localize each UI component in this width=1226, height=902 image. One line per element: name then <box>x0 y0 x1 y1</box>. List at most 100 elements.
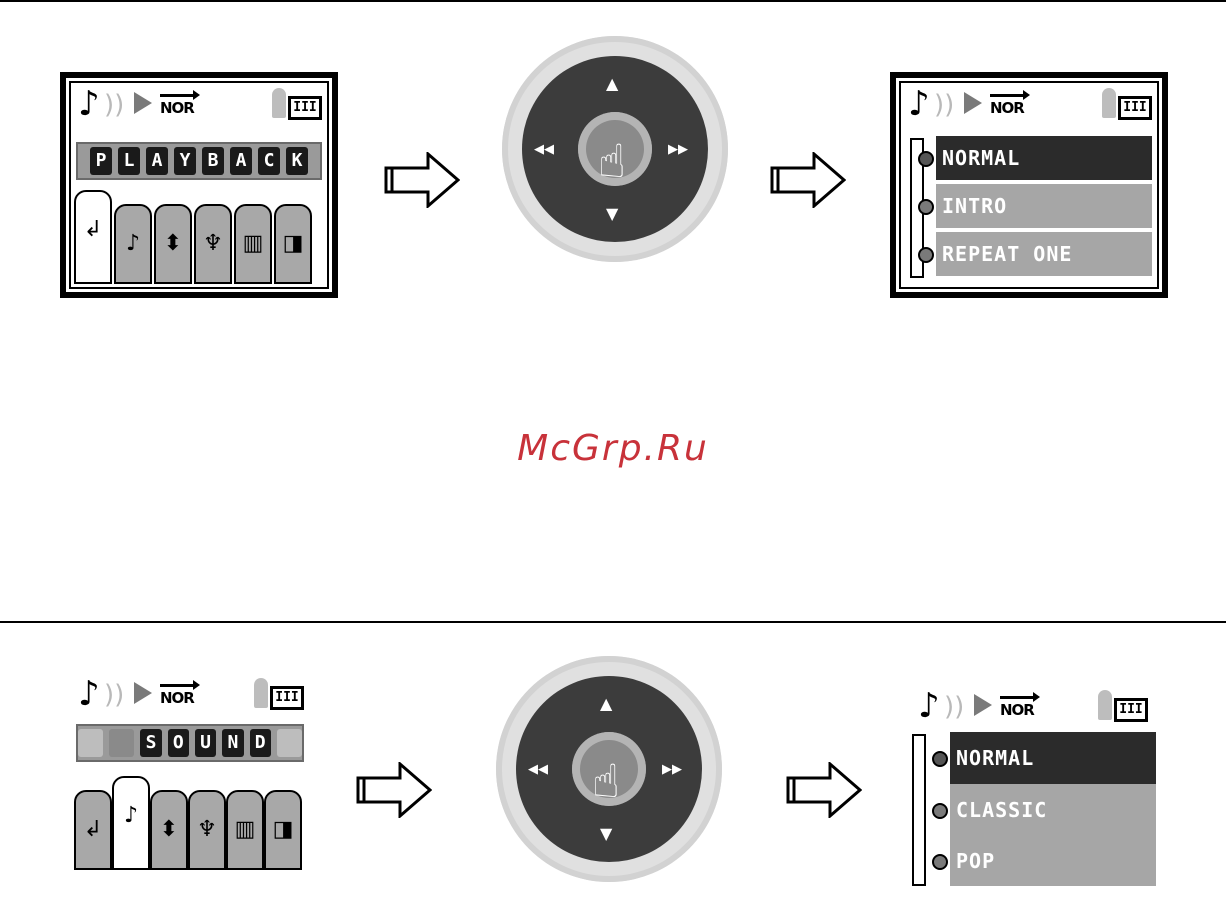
rewind-icon[interactable]: ◀◀ <box>528 762 548 778</box>
tab-playback-icon[interactable]: ↲ <box>74 790 112 870</box>
right-arrow-icon <box>770 152 846 208</box>
down-arrow-icon[interactable]: ▼ <box>606 206 618 222</box>
option-repeat-one[interactable]: REPEAT ONE <box>936 232 1152 276</box>
title-spacer <box>78 729 103 757</box>
title-letter: O <box>168 729 189 757</box>
lock-icon <box>254 678 268 708</box>
fast-forward-icon[interactable]: ▶▶ <box>662 762 682 778</box>
menu-tabs: ↲ ♪ ⬍ ♆ ▥ ◨ <box>74 778 306 870</box>
option-normal[interactable]: NORMAL <box>936 136 1152 180</box>
repeat-mode-label: NOR <box>160 94 194 117</box>
right-arrow-icon <box>356 762 432 818</box>
option-bullet-icon <box>918 151 934 167</box>
status-bar: ♪ )) NOR III <box>78 86 322 126</box>
status-bar: ♪ )) NOR III <box>908 86 1152 126</box>
battery-icon: III <box>270 686 304 710</box>
music-note-icon: ♪ <box>908 86 930 122</box>
tab-sound-icon[interactable]: ♪ <box>112 776 150 870</box>
title-letter: B <box>202 147 224 175</box>
option-bullet-icon <box>918 247 934 263</box>
option-bullet-icon <box>932 854 948 870</box>
option-label: INTRO <box>942 194 1007 218</box>
fast-forward-icon[interactable]: ▶▶ <box>668 142 688 158</box>
watermark: McGrp.Ru <box>0 428 1226 469</box>
option-label: REPEAT ONE <box>942 242 1072 266</box>
tab-tools-icon[interactable]: ♆ <box>188 790 226 870</box>
option-label: CLASSIC <box>956 798 1047 822</box>
music-note-icon: ♪ <box>78 676 100 712</box>
right-arrow-icon <box>786 762 862 818</box>
sound-menu-screen: ♪ )) NOR III S O U N D ↲ ♪ ⬍ ♆ ▥ ◨ <box>66 668 314 874</box>
option-label: POP <box>956 849 995 873</box>
tab-tools-icon[interactable]: ♆ <box>194 204 232 284</box>
status-bar: ♪ )) NOR III <box>918 688 1148 728</box>
tab-display-icon[interactable]: ▥ <box>226 790 264 870</box>
title-letter: S <box>140 729 161 757</box>
battery-icon: III <box>1114 698 1148 722</box>
option-label: NORMAL <box>942 146 1020 170</box>
up-arrow-icon[interactable]: ▲ <box>606 76 618 92</box>
title-letter: C <box>258 147 280 175</box>
navigation-keypad[interactable]: ▲ ▼ ◀◀ ▶▶ ☝ <box>502 36 728 262</box>
option-bullet-icon <box>932 751 948 767</box>
pointing-hand-icon: ☝ <box>592 754 620 808</box>
title-letter: A <box>230 147 252 175</box>
down-arrow-icon[interactable]: ▼ <box>600 826 612 842</box>
play-icon <box>964 92 982 114</box>
title-letter: U <box>195 729 216 757</box>
top-rule <box>0 0 1226 2</box>
title-spacer <box>277 729 302 757</box>
music-note-icon: ♪ <box>918 688 940 724</box>
title-letter: Y <box>174 147 196 175</box>
lock-icon <box>1098 690 1112 720</box>
option-normal[interactable]: NORMAL <box>950 732 1156 784</box>
right-arrow-icon <box>384 152 460 208</box>
title-spacer <box>109 729 134 757</box>
rewind-icon[interactable]: ◀◀ <box>534 142 554 158</box>
navigation-keypad[interactable]: ▲ ▼ ◀◀ ▶▶ ☝ <box>496 656 722 882</box>
lock-icon <box>272 88 286 118</box>
equalizer-screen: ♪ )) NOR III NORMAL CLASSIC POP <box>906 680 1158 888</box>
title-letter: A <box>146 147 168 175</box>
status-bar: ♪ )) NOR III <box>78 676 304 716</box>
title-letter: N <box>222 729 243 757</box>
tab-updown-icon[interactable]: ⬍ <box>154 204 192 284</box>
menu-title: P L A Y B A C K <box>76 142 322 180</box>
tab-display-icon[interactable]: ▥ <box>234 204 272 284</box>
battery-icon: III <box>288 96 322 120</box>
title-letter: D <box>250 729 271 757</box>
play-icon <box>134 682 152 704</box>
play-icon <box>134 92 152 114</box>
repeat-mode-screen: ♪ )) NOR III NORMAL INTRO REPEAT ONE <box>890 72 1168 298</box>
option-bullet-icon <box>932 803 948 819</box>
tab-sound-icon[interactable]: ♪ <box>114 204 152 284</box>
battery-icon: III <box>1118 96 1152 120</box>
music-note-icon: ♪ <box>78 86 100 122</box>
sound-wave-icon: )) <box>944 692 964 722</box>
option-classic[interactable]: CLASSIC <box>950 784 1156 836</box>
sound-wave-icon: )) <box>104 90 124 120</box>
sound-wave-icon: )) <box>934 90 954 120</box>
up-arrow-icon[interactable]: ▲ <box>600 696 612 712</box>
option-label: NORMAL <box>956 746 1034 770</box>
title-letter: K <box>286 147 308 175</box>
tab-exit-icon[interactable]: ◨ <box>274 204 312 284</box>
playback-menu-screen: ♪ )) NOR III P L A Y B A C K ↲ ♪ ⬍ ♆ ▥ ◨ <box>60 72 338 298</box>
pointing-hand-icon: ☝ <box>598 134 626 188</box>
tab-exit-icon[interactable]: ◨ <box>264 790 302 870</box>
title-letter: L <box>118 147 140 175</box>
scrollbar[interactable] <box>912 734 926 886</box>
repeat-mode-label: NOR <box>990 94 1024 117</box>
middle-rule <box>0 621 1226 623</box>
sound-wave-icon: )) <box>104 680 124 710</box>
tab-playback-icon[interactable]: ↲ <box>74 190 112 284</box>
option-bullet-icon <box>918 199 934 215</box>
option-pop[interactable]: POP <box>950 836 1156 886</box>
option-intro[interactable]: INTRO <box>936 184 1152 228</box>
menu-title: S O U N D <box>76 724 304 762</box>
play-icon <box>974 694 992 716</box>
tab-updown-icon[interactable]: ⬍ <box>150 790 188 870</box>
repeat-mode-label: NOR <box>160 684 194 707</box>
repeat-mode-label: NOR <box>1000 696 1034 719</box>
lock-icon <box>1102 88 1116 118</box>
